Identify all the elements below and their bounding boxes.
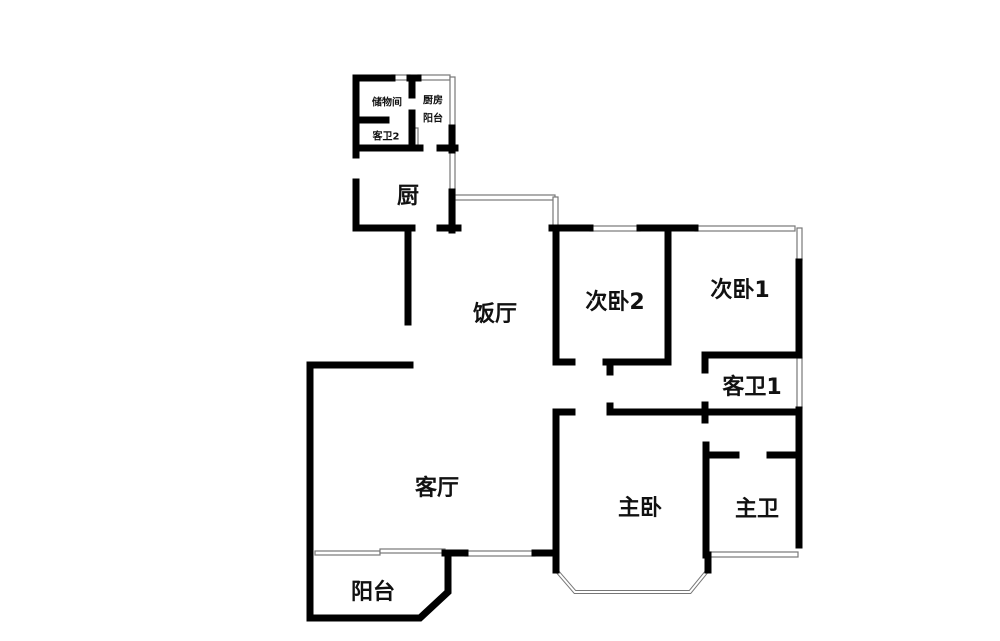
room-label-storage: 储物间 — [372, 97, 402, 109]
room-label-guest-bath-1: 客卫1 — [722, 375, 782, 400]
room-label-balcony: 阳台 — [350, 580, 396, 605]
room-label-kitchen-balcony-line2: 阳台 — [423, 113, 443, 125]
room-label-second-bedroom-1: 次卧1 — [710, 278, 770, 303]
room-label-dining: 饭厅 — [472, 302, 518, 327]
walls — [306, 74, 803, 622]
room-label-living: 客厅 — [414, 476, 460, 501]
room-label-master-bath: 主卫 — [734, 497, 780, 522]
room-label-kitchen-balcony-line1: 厨房 — [423, 95, 443, 107]
room-label-second-bedroom-2: 次卧2 — [585, 290, 645, 315]
room-label-guest-bath-2: 客卫2 — [372, 131, 400, 143]
room-label-kitchen: 厨 — [396, 184, 420, 209]
room-label-master-bedroom: 主卧 — [617, 496, 663, 521]
